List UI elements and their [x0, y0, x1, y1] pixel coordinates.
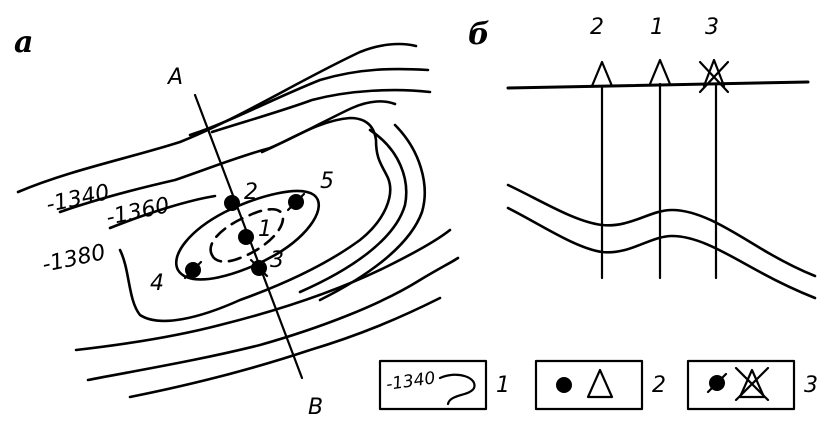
contour-line [86, 256, 460, 382]
well-1-marker [238, 229, 254, 245]
contour-line [298, 128, 408, 294]
legend-3-cross-icon [734, 366, 770, 402]
panel-b-label: б [468, 17, 490, 52]
well-2-label: 2 [244, 180, 258, 205]
legend-1-number: 1 [496, 373, 510, 398]
panel-b: б 2 1 3 [468, 15, 817, 300]
section-well-3-label: 3 [705, 15, 719, 40]
section-well-2-label: 2 [590, 15, 604, 40]
contour-line [58, 100, 397, 214]
well-1-triangle-icon [648, 58, 672, 86]
well-2-marker [224, 195, 240, 211]
contour-inner [175, 189, 320, 281]
well-4-cross [183, 260, 203, 280]
surface-line [506, 80, 810, 90]
legend-box-1 [378, 359, 488, 411]
legend-3-dot-cross [706, 372, 728, 394]
legend-1-contour-icon [438, 373, 476, 406]
panel-a-label: а [14, 25, 33, 60]
legend: -1340 1 2 3 [378, 359, 818, 411]
legend-2-triangle-icon [586, 368, 614, 399]
layer-bottom [506, 206, 817, 300]
well-2-triangle-icon [590, 60, 614, 88]
layer-top [506, 183, 817, 278]
well-5-cross [286, 192, 306, 212]
legend-box-3 [686, 359, 796, 411]
section-well-1-label: 1 [650, 15, 664, 40]
well-4-label: 4 [150, 271, 164, 296]
contour-line-1380 [118, 116, 392, 323]
contour-line [188, 67, 430, 137]
contour-line [128, 296, 442, 399]
legend-2-number: 2 [652, 373, 666, 398]
contour-line [210, 88, 432, 134]
legend-1-sample: -1340 [385, 368, 437, 395]
section-label-b: B [308, 395, 323, 420]
well-5-label: 5 [320, 169, 334, 194]
well-3-cross-icon [698, 60, 730, 94]
well-3-triangle-icon [702, 58, 726, 88]
legend-box-2 [534, 359, 644, 411]
contour-line [108, 194, 217, 230]
legend-3-number: 3 [804, 373, 818, 398]
section-label-a: A [166, 65, 183, 90]
contour-dashed [209, 208, 285, 263]
contour-line [74, 228, 452, 352]
contour-label-1340: -1340 [44, 180, 112, 218]
well-3-cross [249, 258, 269, 278]
legend-2-dot-icon [556, 377, 572, 393]
contour-label-1380: -1380 [40, 240, 108, 278]
legend-3-triangle-icon [738, 368, 766, 399]
contour-label-1360: -1360 [104, 193, 172, 231]
well-1-label: 1 [258, 217, 272, 242]
well-3-label: 3 [270, 248, 284, 273]
